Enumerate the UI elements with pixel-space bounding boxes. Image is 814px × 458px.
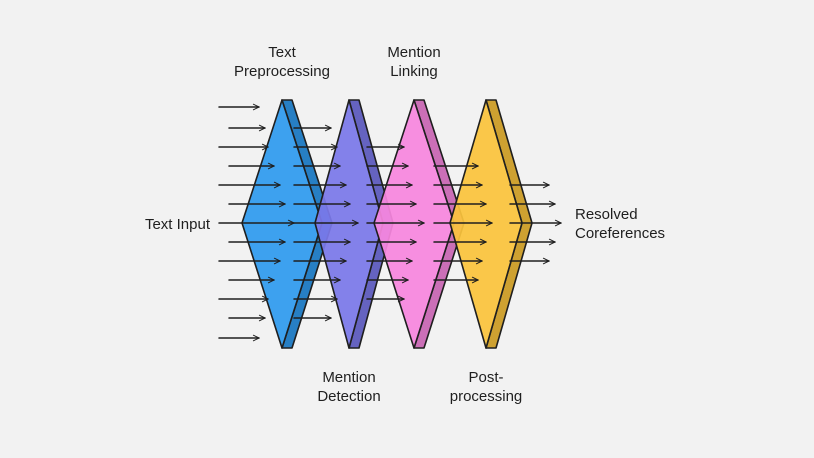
output-label: Resolved Coreferences [575,205,665,243]
stage-label-preprocessing: Text Preprocessing [234,43,330,81]
stage-label-mention-linking: Mention Linking [387,43,440,81]
stage-label-mention-detection-line1: Mention [322,369,376,386]
stage-label-postprocessing-line2: processing [449,388,523,405]
stage-label-preprocessing-line1: Text [268,44,296,61]
stage-label-postprocessing-line1: Post- [468,369,504,386]
input-label-text: Text Input [144,216,210,233]
stage-label-mention-detection: Mention Detection [317,368,380,406]
stage-label-postprocessing: Post- processing [450,368,523,406]
stage-mention-detection-face [314,99,384,349]
input-label: Text Input [120,215,210,234]
stage-label-mention-linking-line1: Mention [387,44,441,61]
stage-label-preprocessing-line2: Preprocessing [234,63,330,80]
stage-label-mention-linking-line2: Linking [390,63,438,80]
stage-postprocessing [449,99,533,349]
stage-shapes [241,99,533,349]
output-label-line2: Coreferences [575,225,666,242]
flow-arrows [218,103,562,342]
stage-label-mention-detection-line2: Detection [317,388,381,405]
output-label-line1: Resolved [575,206,638,223]
stage-postprocessing-face [449,99,523,349]
stage-mention-linking-face [373,99,455,349]
stage-preprocessing-face [241,99,323,349]
